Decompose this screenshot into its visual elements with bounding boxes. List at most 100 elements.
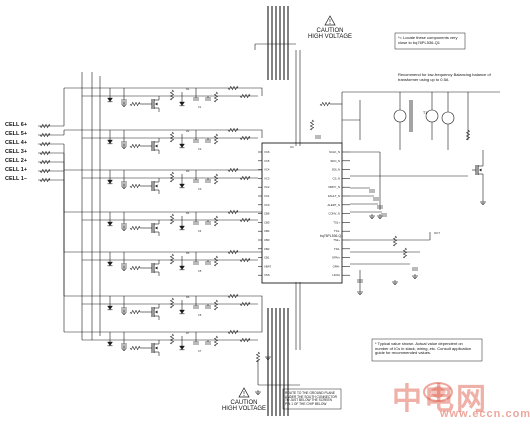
resistor	[39, 132, 51, 138]
resistor	[213, 215, 219, 227]
resistor	[39, 141, 51, 147]
resistor	[39, 177, 51, 183]
diode	[107, 97, 113, 102]
mosfet-arrow	[155, 226, 158, 230]
chip-pin-label: CB5	[264, 220, 270, 224]
watermark-en: www.eccn.com	[440, 408, 530, 420]
diode	[107, 179, 113, 184]
ref-label: C1	[198, 105, 202, 109]
resistor	[239, 135, 251, 141]
mosfet-arrow	[155, 184, 158, 188]
chip-pin-label: VC0	[264, 203, 270, 207]
interconnect-bus	[254, 6, 301, 416]
diode	[179, 183, 185, 188]
chip-pin-label: VC3	[264, 176, 270, 180]
note-box-locate	[394, 32, 466, 50]
ref-label: R5	[186, 251, 190, 255]
ref-label: C4	[198, 229, 202, 233]
transformer-coil	[425, 109, 439, 123]
caution-bottom-line1: CAUTION	[230, 400, 258, 406]
mosfet-arrow	[155, 266, 158, 270]
chip-feed	[258, 169, 263, 178]
chip-ref: U1	[290, 145, 294, 149]
ref-label: C7	[198, 349, 202, 353]
resistor	[129, 101, 141, 107]
cell-label-2: CELL 2+	[5, 158, 28, 164]
resistor	[213, 299, 219, 311]
chip-pin-label: TS1-	[334, 229, 340, 233]
diode	[107, 221, 113, 226]
chip-body	[261, 142, 343, 284]
chip-group: VC6VC5VC4VC3VC2VC1VC0CB6CB5CB4CB3CB2CB1V…	[258, 142, 350, 284]
chip-pin-label: VBAT	[264, 264, 271, 268]
chip-pin-label: LDOA	[332, 273, 340, 277]
resistor	[169, 131, 175, 143]
cell-label-6: CELL 6+	[5, 122, 28, 128]
chip-pin-label: GPAI+	[332, 256, 340, 260]
note-typical: * Typical value shown. Actual value depe…	[375, 341, 472, 356]
caution-bottom: CAUTION HIGH VOLTAGE	[219, 400, 269, 412]
chip-pin-label: TS1+	[333, 220, 340, 224]
resistor	[213, 133, 219, 145]
right-side-circuit: OUT	[309, 91, 500, 295]
resistor	[169, 333, 175, 345]
warning-symbols	[238, 15, 336, 398]
chip-pin-label: FAULT_N	[328, 194, 340, 198]
resistor	[309, 119, 315, 131]
resistor	[227, 209, 239, 215]
resistor	[392, 235, 398, 247]
resistor	[227, 85, 239, 91]
resistor	[39, 168, 51, 174]
resistor	[213, 335, 219, 347]
resistor	[129, 183, 141, 189]
transformer-ref: T1	[423, 111, 428, 115]
resistor	[129, 309, 141, 315]
chip-pin-label: VC1	[264, 194, 270, 198]
resistor	[239, 175, 251, 181]
chip-pin-label: TS2-	[334, 247, 340, 251]
caution-dot	[243, 395, 245, 396]
resistor	[465, 129, 471, 141]
resistor	[129, 225, 141, 231]
chip-pin-label: SDI_N	[332, 168, 340, 172]
mosfet-arrow	[155, 346, 158, 350]
chip-pin-label: GPAI-	[333, 264, 340, 268]
chip-pin-label: VC2	[264, 185, 270, 189]
resistor	[239, 93, 251, 99]
cell-label-1: CELL 1+	[5, 167, 28, 173]
chip-pin-label: DRDY_N	[328, 185, 340, 189]
ref-label: R3	[186, 169, 190, 173]
diode	[179, 309, 185, 314]
watermark-cn: 中电网	[392, 382, 488, 417]
note-box-ground	[282, 388, 342, 410]
chip-feed	[258, 211, 263, 220]
diode	[107, 261, 113, 266]
resistor	[402, 247, 408, 259]
chip-pin-label: CB2	[264, 247, 270, 251]
resistor	[255, 351, 261, 363]
cell-label-1-neg: CELL 1–	[5, 176, 27, 182]
ref-label: OUT	[434, 231, 440, 235]
chip-pin-label: VC4	[264, 168, 270, 172]
chip-feed	[258, 300, 263, 333]
diode	[179, 345, 185, 350]
chip-pin-label: CB6	[264, 212, 270, 216]
note-ground: ROUTE TO THE GROUND PLANE UNDER THE SOUT…	[285, 391, 337, 407]
ref-label: C2	[198, 147, 202, 151]
caution-top-line1: CAUTION	[316, 28, 344, 34]
chip-feed	[258, 87, 263, 96]
ref-label: R6	[186, 295, 190, 299]
cell-label-5: CELL 5+	[5, 131, 28, 137]
diode	[107, 305, 113, 310]
chip-pin-label: SCLK_N	[329, 150, 340, 154]
caution-bottom-line2: HIGH VOLTAGE	[221, 406, 267, 412]
cell-label-3: CELL 3+	[5, 149, 28, 155]
caution-top: CAUTION HIGH VOLTAGE	[305, 28, 355, 40]
resistor	[227, 127, 239, 133]
resistor	[213, 173, 219, 185]
ref-label: C3	[198, 187, 202, 191]
watermark-logo-icon	[423, 382, 453, 402]
